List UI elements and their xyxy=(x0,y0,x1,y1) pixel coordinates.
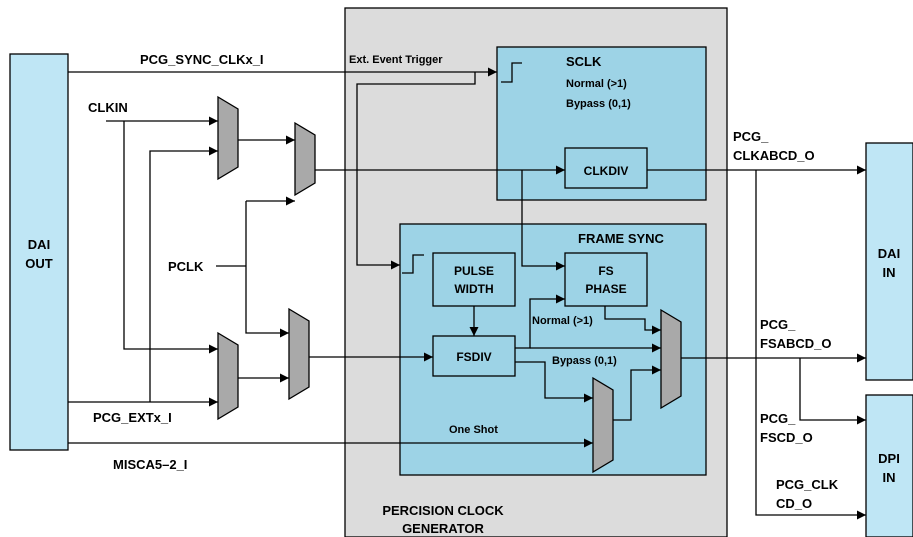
pcg-title-2: GENERATOR xyxy=(402,521,484,536)
sclk-trigger-icon xyxy=(501,62,522,83)
fs-phase-label-1: FS xyxy=(598,264,613,278)
clkabcd-label-2: CLKABCD_O xyxy=(733,148,815,163)
fsabcd-label-2: FSABCD_O xyxy=(760,336,832,351)
dai-in-label-1: DAI xyxy=(878,246,900,261)
dpi-in-label-1: DPI xyxy=(878,451,900,466)
clkdiv-label: CLKDIV xyxy=(584,164,629,178)
dai-out-port xyxy=(9,53,69,451)
misca-label: MISCA5–2_I xyxy=(113,457,187,472)
clkdiv-box xyxy=(564,147,648,189)
dai-out-label-2: OUT xyxy=(25,256,53,271)
one-shot-label: One Shot xyxy=(449,424,498,436)
dai-in-label-2: IN xyxy=(883,265,896,280)
fs-phase-box xyxy=(564,252,648,307)
mux-clk-1 xyxy=(217,95,239,181)
pcg-title-1: PERCISION CLOCK xyxy=(382,503,504,518)
mux-frame-sync-out xyxy=(660,308,682,410)
pclk-label: PCLK xyxy=(168,259,204,274)
clkcd-label-1: PCG_CLK xyxy=(776,477,839,492)
fs-phase-label-2: PHASE xyxy=(585,282,626,296)
fsdiv-label: FSDIV xyxy=(456,350,491,364)
frame-sync-trigger-icon xyxy=(402,254,424,274)
sync-clk-label: PCG_SYNC_CLKx_I xyxy=(140,52,264,67)
clkin-label: CLKIN xyxy=(88,100,128,115)
sclk-title: SCLK xyxy=(566,54,602,69)
fsdiv-box xyxy=(432,335,516,377)
fscd-label-2: FSCD_O xyxy=(760,430,813,445)
clkabcd-label-1: PCG_ xyxy=(733,129,769,144)
fs-bypass-label: Bypass (0,1) xyxy=(552,355,617,367)
frame-sync-title: FRAME SYNC xyxy=(578,231,665,246)
dpi-in-label-2: IN xyxy=(883,470,896,485)
sclk-normal-label: Normal (>1) xyxy=(566,78,627,90)
pulse-width-label-1: PULSE xyxy=(454,264,494,278)
dpi-in-port xyxy=(865,394,913,537)
pulse-width-box xyxy=(432,252,516,307)
pulse-width-label-2: WIDTH xyxy=(454,282,493,296)
dai-in-port xyxy=(865,142,913,381)
mux-fs-2 xyxy=(288,307,310,401)
dai-out-label-1: DAI xyxy=(28,237,50,252)
fsabcd-label-1: PCG_ xyxy=(760,317,796,332)
mux-clk-2 xyxy=(294,121,316,197)
ext-label: PCG_EXTx_I xyxy=(93,410,172,425)
mux-frame-sync-bypass xyxy=(592,376,614,474)
sclk-bypass-label: Bypass (0,1) xyxy=(566,98,631,110)
clkcd-label-2: CD_O xyxy=(776,496,812,511)
fs-normal-label: Normal (>1) xyxy=(532,315,593,327)
fscd-label-1: PCG_ xyxy=(760,411,796,426)
mux-fs-1 xyxy=(217,331,239,421)
ext-event-label: Ext. Event Trigger xyxy=(349,54,443,66)
